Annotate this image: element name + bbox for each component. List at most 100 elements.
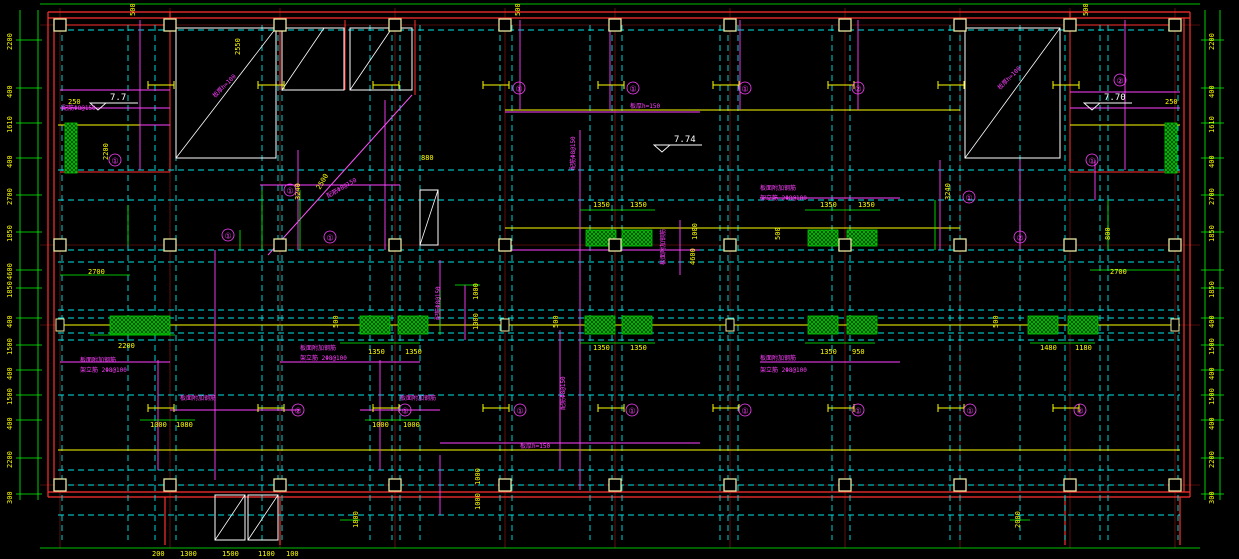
column (55, 318, 65, 332)
mark-circle (1013, 230, 1027, 244)
column (1063, 18, 1077, 32)
dimension-text-inner: 1350 (593, 344, 610, 352)
mark-label: ① (630, 85, 637, 94)
dimension-text-right: 400 (1208, 85, 1216, 98)
column (608, 478, 622, 492)
dimension-text-inner: 1000 (474, 468, 482, 485)
column (163, 478, 177, 492)
opening-diagonal (247, 494, 279, 541)
mark-circle (626, 81, 640, 95)
dimension-text-left: 400 (6, 315, 14, 328)
dimension-text-inner: 250 (1165, 98, 1178, 106)
dimension-text-left: 400 (6, 417, 14, 430)
column (388, 238, 402, 252)
dimension-text-inner: 1350 (820, 201, 837, 209)
column (273, 238, 287, 252)
column (723, 478, 737, 492)
mark-label: ① (966, 194, 973, 203)
mark-circle (851, 403, 865, 417)
mark-label: ② (855, 85, 862, 94)
dimension-text-inner: 3240 (294, 183, 302, 200)
hatch-zone (359, 315, 391, 335)
dimension-text-right: 2200 (1208, 451, 1216, 468)
column (500, 318, 510, 332)
dimension-text-left: 2700 (6, 188, 14, 205)
mark-circle (283, 183, 297, 197)
dimension-text-left: 1500 (6, 338, 14, 355)
stair-slab-panel (175, 27, 277, 159)
column (608, 18, 622, 32)
level-value: 7.7 (110, 93, 126, 103)
slab-note: 架立筋 2Φ8@100 (760, 194, 807, 202)
column (388, 18, 402, 32)
hatch-zone (621, 315, 653, 335)
column (1063, 238, 1077, 252)
column (163, 18, 177, 32)
slab-note: 配筋Φ8@150 (569, 136, 577, 170)
column (723, 238, 737, 252)
dimension-text-inner: 1350 (593, 201, 610, 209)
dimension-text-left: 2200 (6, 451, 14, 468)
mark-label: ① (967, 407, 974, 416)
dimension-text-inner: 1350 (820, 348, 837, 356)
hatch-zone (109, 315, 171, 335)
dimension-text-top: 500 (129, 3, 137, 16)
slab-note: 板面附加钢筋 (80, 356, 116, 364)
column (838, 238, 852, 252)
stair-diagonal (964, 27, 1061, 159)
opening-panel (214, 494, 246, 541)
mark-circle (738, 403, 752, 417)
level-triangle (1082, 102, 1102, 111)
mark-label: ① (516, 85, 523, 94)
dimension-text-inner: 2550 (234, 38, 242, 55)
column (53, 238, 67, 252)
slab-note: 板面附加钢筋 (760, 354, 796, 362)
hatch-zone (1027, 315, 1059, 335)
mark-label: ① (402, 407, 409, 416)
slab-note: 架立筋 2Φ8@100 (760, 366, 807, 374)
column (53, 18, 67, 32)
hatch-zone (621, 229, 653, 247)
dimension-text-inner: 500 (774, 227, 782, 240)
hatch-zone (846, 315, 878, 335)
mark-circle (851, 81, 865, 95)
dimension-text-inner: 1350 (858, 201, 875, 209)
hatch-zone (807, 315, 839, 335)
column (953, 478, 967, 492)
column (1063, 478, 1077, 492)
dimension-text-left: 1500 (6, 388, 14, 405)
slab-note: 板面附加钢筋 (659, 229, 667, 265)
dimension-text-left: 400 (6, 85, 14, 98)
mark-circle (962, 190, 976, 204)
opening-panel (419, 189, 439, 246)
dimension-text-inner: 800 (1104, 227, 1112, 240)
dimension-text-inner: 950 (852, 348, 865, 356)
mark-circle (1113, 73, 1127, 87)
mark-label: ① (112, 157, 119, 166)
mark-circle (512, 81, 526, 95)
mark-label: ② (1077, 407, 1084, 416)
mark-circle (221, 228, 235, 242)
hatch-zone (1067, 315, 1099, 335)
slab-note: 架立筋 2Φ8@100 (80, 366, 127, 374)
level-value: 7.70 (1104, 93, 1126, 103)
columns (53, 18, 1182, 492)
mark-circle (738, 81, 752, 95)
dimension-text-left: 400 (6, 155, 14, 168)
mark-label: ① (287, 187, 294, 196)
dimension-text-inner: 1800 (352, 511, 360, 528)
dimension-lines: 2200400161040027001850460018504001500400… (6, 3, 1224, 558)
slab-note: 配筋Φ8@150 (559, 376, 567, 410)
column (498, 18, 512, 32)
dimension-text-inner: 1350 (630, 201, 647, 209)
dimension-text-inner: 1000 (150, 421, 167, 429)
shaft-panel (281, 27, 345, 91)
opening-diagonal (419, 189, 439, 246)
dimension-text-inner: 1000 (472, 313, 480, 330)
mark-label: ② (1017, 234, 1024, 243)
dimension-text-inner: 1000 (691, 223, 699, 240)
dimension-text-top: 500 (1082, 3, 1090, 16)
dimension-text-left: 1850 (6, 281, 14, 298)
shaft-panel (349, 27, 413, 91)
